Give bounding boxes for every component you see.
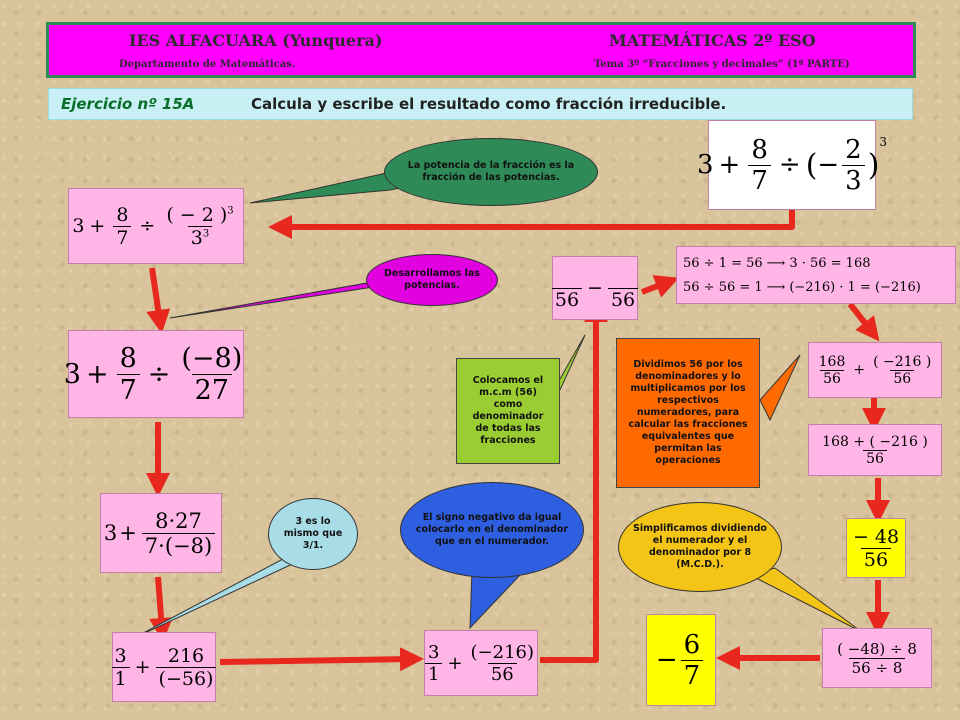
numerator: 8 xyxy=(119,342,137,374)
equivalent-fraction-computations: 56 ÷ 1 = 56 ⟶ 3 · 56 = 168 56 ÷ 56 = 1 ⟶… xyxy=(676,246,956,304)
computation-line-2-right: (−216) · 1 = (−216) xyxy=(789,279,921,295)
term-three: 3 xyxy=(63,358,81,390)
term-three: 3 xyxy=(697,150,714,180)
numerator: 216 xyxy=(167,644,205,667)
denominator: 7 xyxy=(748,164,771,196)
computation-line-2-left: 56 ÷ 56 = 1 xyxy=(683,279,763,295)
exponent: 3 xyxy=(202,228,210,240)
denominator: 7 xyxy=(116,373,140,406)
numerator: 8·27 xyxy=(155,508,202,533)
denominator: 56 xyxy=(860,547,892,571)
plus-sign: + xyxy=(134,656,151,678)
plus-sign: + xyxy=(447,652,463,674)
numerator: ( −48) ÷ 8 xyxy=(837,639,917,658)
numerator: − 48 xyxy=(852,525,900,548)
minus-sign: − xyxy=(817,150,840,180)
callout-expand-powers: Desarrollamos las potencias. xyxy=(366,254,498,306)
divide-sign: ÷ xyxy=(778,150,801,180)
computation-line-1-right: 3 · 56 = 168 xyxy=(789,255,871,271)
numerator: 2 xyxy=(845,134,862,165)
callout-equivalent-fractions: Dividimos 56 por los denominadores y lo … xyxy=(616,338,760,488)
exponent: 3 xyxy=(879,134,888,149)
plus-sign: + xyxy=(89,215,106,237)
callout-common-multiple: Colocamos el m.c.m (56) como denominador… xyxy=(456,358,560,464)
divide-sign: ÷ xyxy=(147,358,171,390)
numerator: (−216) xyxy=(470,641,535,663)
numerator: 8 xyxy=(751,134,768,165)
denominator: 3 xyxy=(190,226,203,249)
term-three: 3 xyxy=(103,521,118,545)
numerator: (−8) xyxy=(181,342,243,374)
denominator: 56 ÷ 8 xyxy=(848,657,906,677)
exponent: 3 xyxy=(227,205,234,217)
school-name: IES ALFACUARA (Yunquera) xyxy=(129,31,383,50)
exercise-instruction: Calcula y escribe el resultado como frac… xyxy=(251,95,727,113)
denominator: (−56) xyxy=(155,666,217,690)
denominator: 7·(−8) xyxy=(141,532,216,558)
denominator: 56 xyxy=(607,287,639,311)
numerator: ( − 2 ) xyxy=(166,203,228,226)
callout-three-over-one: 3 es lo mismo que 3/1. xyxy=(268,498,358,570)
subject-name: MATEMÁTICAS 2º ESO xyxy=(609,31,816,50)
numerator: 3 xyxy=(114,644,127,667)
minus-sign: − xyxy=(587,277,603,299)
numerator: ( −216 ) xyxy=(873,353,932,370)
callout-simplify: Simplificamos dividiendo el numerador y … xyxy=(618,502,782,592)
callout-power-of-fraction: La potencia de la fracción es la fracció… xyxy=(384,138,598,206)
numerator: 168 xyxy=(818,353,846,370)
denominator: 1 xyxy=(424,662,443,685)
divide-sign: ÷ xyxy=(139,215,156,237)
denominator: 7 xyxy=(113,225,132,249)
plus-sign: + xyxy=(85,358,109,390)
department-name: Departamento de Matemáticas. xyxy=(119,59,296,70)
callout-negative-sign: El signo negativo da igual colocarlo en … xyxy=(400,482,584,578)
denominator: 56 xyxy=(820,369,844,387)
denominator: 3 xyxy=(842,164,865,196)
numerator: 8 xyxy=(116,203,129,226)
numerator: 168 + ( −216 ) xyxy=(822,433,928,450)
exercise-number: Ejercicio nº 15A xyxy=(61,95,195,113)
topic-name: Tema 3º “Fracciones y decimales” (1ª PAR… xyxy=(594,59,850,70)
plus-sign: + xyxy=(853,362,866,378)
exercise-title-bar: Ejercicio nº 15A Calcula y escribe el re… xyxy=(48,88,913,120)
plus-sign: + xyxy=(119,521,137,545)
numerator: 3 xyxy=(427,641,440,663)
step-9-expression: 168 + ( −216 )56 xyxy=(808,424,942,476)
header-banner: IES ALFACUARA (Yunquera) MATEMÁTICAS 2º … xyxy=(46,22,916,78)
computation-line-1-left: 56 ÷ 1 = 56 xyxy=(683,255,763,271)
denominator: 56 xyxy=(551,287,583,311)
denominator: 1 xyxy=(111,666,130,690)
denominator: 27 xyxy=(191,373,232,406)
denominator: 56 xyxy=(863,449,887,467)
denominator: 56 xyxy=(890,369,915,387)
minus-sign: − xyxy=(655,645,678,675)
denominator: 7 xyxy=(680,659,704,691)
term-three: 3 xyxy=(72,215,85,237)
plus-sign: + xyxy=(718,150,741,180)
common-denominator-expression: 56 − 56 xyxy=(551,256,639,320)
numerator: 6 xyxy=(683,629,701,660)
denominator: 56 xyxy=(487,662,517,685)
